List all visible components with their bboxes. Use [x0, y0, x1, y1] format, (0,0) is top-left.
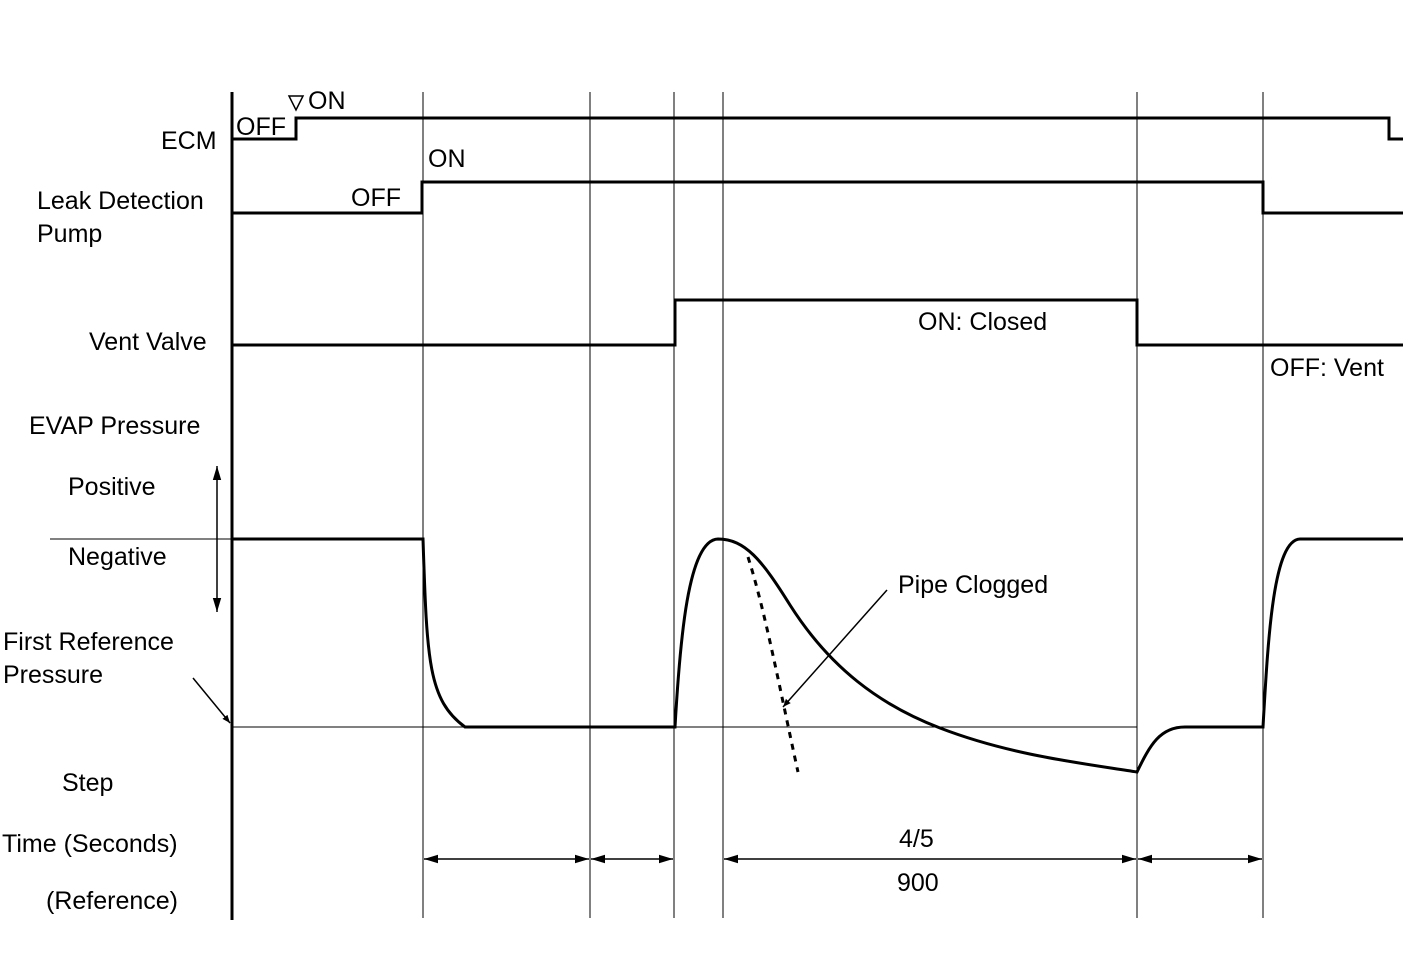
ecm-label: ECM: [161, 127, 217, 155]
step-4-5-value: 4/5: [899, 825, 934, 853]
ecm-on-label: ON: [308, 87, 346, 115]
pump-off-label: OFF: [351, 184, 401, 212]
ecm-off-label: OFF: [236, 113, 286, 141]
vent-valve-label: Vent Valve: [89, 328, 207, 356]
ecm-trigger-triangle: [287, 95, 305, 112]
first-reference-label-line2: Pressure: [3, 661, 104, 689]
time-900-value: 900: [897, 869, 939, 897]
step-row-label: Step: [62, 769, 114, 797]
vent-on-label: ON: Closed: [918, 308, 1048, 336]
time-row-label: Time (Seconds): [2, 830, 178, 858]
first-reference-label-line1: First Reference: [3, 628, 174, 656]
pump-label-line1: Leak Detection: [37, 187, 204, 215]
pump-label-line2: Pump: [37, 220, 103, 248]
evap-pressure-label: EVAP Pressure: [29, 412, 201, 440]
vent-valve-trace: [232, 298, 1403, 347]
pump-trace: [232, 180, 1403, 215]
pump-on-label: ON: [428, 145, 466, 173]
first-reference-pointer: [192, 677, 231, 724]
vent-off-label: OFF: Vent: [1270, 354, 1384, 382]
evap-pressure-trace: [232, 537, 1403, 774]
signal-traces: [232, 116, 1403, 774]
pipe-clogged-pointer: [782, 589, 888, 708]
reference-row-label: (Reference): [46, 887, 178, 915]
positive-label: Positive: [68, 473, 156, 501]
ecm-trace: [232, 116, 1403, 141]
pipe-clogged-trace: [746, 556, 800, 773]
time-guides: [422, 92, 1264, 918]
pipe-clogged-label: Pipe Clogged: [898, 571, 1049, 599]
negative-label: Negative: [68, 543, 167, 571]
